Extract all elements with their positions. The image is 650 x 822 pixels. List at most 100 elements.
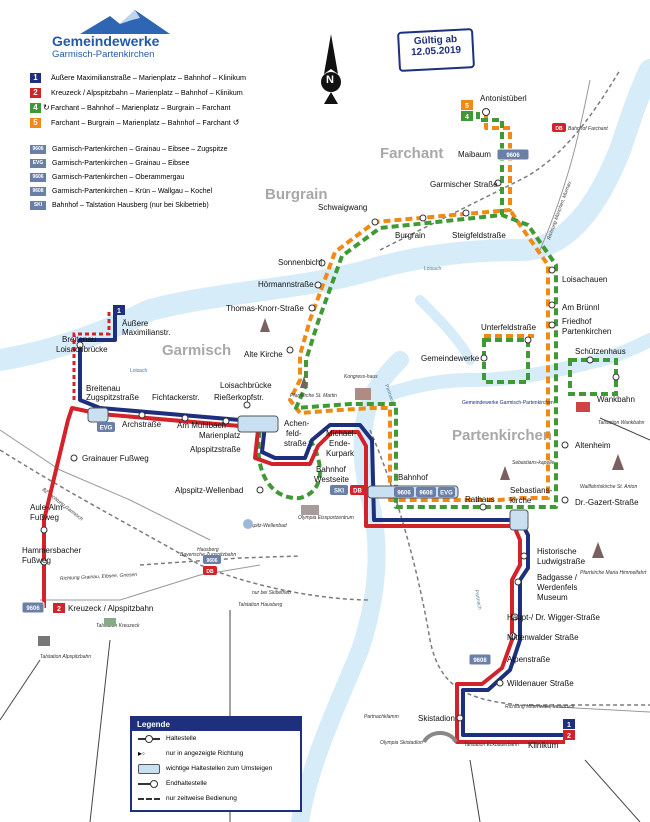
- poi-alpspitz-wb: Alpspitz-Wellenbad: [243, 523, 287, 529]
- road-label: Richtung Mittenwald, Innsbruck: [505, 704, 575, 710]
- stop-steigfeld: Steigfeldstraße: [452, 231, 506, 240]
- clockwise-icon: ↻: [43, 103, 50, 112]
- stop-gazert: Dr.-Gazert-Straße: [575, 498, 639, 507]
- stop-icon: [138, 734, 160, 743]
- terminal-badge-1-klinikum: 1: [567, 722, 571, 729]
- district-garmisch: Garmisch: [162, 342, 231, 359]
- badge-evg-breitenau: EVG: [100, 426, 113, 432]
- badge-db: DB: [353, 489, 362, 495]
- route-line-4: [294, 112, 558, 509]
- poi-wallfahrt: Wallfahrtskirche St. Anton: [580, 484, 637, 490]
- station-badges: 9606 SKI DB 9606 9608 EVG EVG 9606 9608 …: [21, 123, 566, 666]
- badge-maibaum: 9606: [506, 153, 520, 159]
- stop-hammers-2: Fußweg: [22, 556, 51, 565]
- badge-ski-west: SKI: [334, 489, 344, 495]
- direction-stop-icon: ▸◦: [138, 749, 145, 758]
- regional-badge: 9608: [30, 186, 46, 196]
- line-badge-2: 2: [30, 87, 41, 98]
- church-icon: [612, 454, 624, 470]
- stop-sebastian-1: Sebastians-: [510, 486, 553, 495]
- poi-talstation-kreuzeck: Talstation Kreuzeck: [96, 623, 140, 629]
- regional-badge: SKI: [30, 200, 46, 210]
- terminal-badges: 5 4 1 2 1 2: [53, 100, 575, 740]
- stop-skistadion: Skistadion: [418, 714, 455, 723]
- stop-sonnenbichl: Sonnenbichl: [278, 258, 322, 267]
- poi-talstation-alpspitz: Talstation Alpspitzbahn: [40, 654, 91, 660]
- poi-ski-only: nur bei Skibetrieb: [252, 590, 291, 596]
- legend-text: nur in angezeigte Richtung: [166, 750, 244, 757]
- church-icon: [592, 542, 604, 558]
- north-arrow: N: [316, 34, 346, 104]
- badge-db-farchant: DB: [555, 126, 563, 132]
- route-line-1-dashed: [72, 312, 111, 400]
- badge-9608: 9608: [419, 491, 433, 497]
- regional-badge: EVG: [30, 158, 46, 168]
- regional-badge: 9606: [30, 144, 46, 154]
- poi-talstation-eck: Talstation Eckbauerbahn: [464, 742, 519, 748]
- line-text-1: Äußere Maximilianstraße – Marienplatz – …: [51, 73, 246, 82]
- road-label: Richtung Grainau, Eibsee, Griesen: [60, 572, 138, 582]
- route-loop-wankbahn: [568, 358, 618, 396]
- stop-historische-1: Historische: [537, 547, 577, 556]
- regional-key-row-5: SKI Bahnhof – Talstation Hausberg (nur b…: [30, 198, 330, 212]
- stop-badgasse-3: Museum: [537, 593, 568, 602]
- line-badge-4: 4: [30, 102, 41, 113]
- stop-aule-2: Fußweg: [30, 513, 59, 522]
- church-icon: [260, 318, 270, 332]
- legend-box: Legende Haltestelle ▸◦ nur in angezeigte…: [130, 716, 302, 812]
- stop-marienplatz: Marienplatz: [199, 431, 240, 440]
- legend-row: ▸◦ nur in angezeigte Richtung: [132, 746, 300, 761]
- regional-badge: 9606: [30, 172, 46, 182]
- brand-name: Gemeindewerke: [52, 33, 160, 49]
- river-label: Partnach: [473, 589, 482, 610]
- brand-subtitle: Garmisch-Partenkirchen: [52, 49, 155, 60]
- north-label: N: [326, 74, 334, 86]
- river-label: Loisach: [424, 266, 441, 272]
- poi-gw-logo: Gemeindewerke Garmisch-Partenkirchen: [462, 400, 554, 406]
- poi-olympia-ski: Olympia Skistadion: [380, 740, 423, 746]
- stop-schuetzenhaus: Schützenhaus: [575, 347, 626, 356]
- stop-achenfeld-3: straße: [284, 439, 307, 448]
- stop-michael-2: Ende-: [329, 439, 351, 448]
- poi-sebastianskapelle: Sebastians-kapelle: [512, 460, 554, 466]
- poi-hausberg: Hausberg: [197, 547, 219, 553]
- legend-row: wichtige Haltestellen zum Umsteigen: [132, 761, 300, 776]
- stop-breitenau-zug-1: Breitenau: [86, 384, 120, 393]
- transfer-stop-icon: [138, 763, 160, 774]
- stop-riessersee: Rießerkopfstr.: [214, 393, 264, 402]
- poi-pfarrkirche: Pfarrkirche St. Martin: [290, 393, 337, 399]
- partial-service-icon: [138, 797, 160, 800]
- stop-labels: Antonistüberl Maibaum Garmischer Straße …: [22, 94, 639, 750]
- legend-text: Endhaltestelle: [166, 780, 207, 787]
- district-burgrain: Burgrain: [265, 186, 328, 203]
- stop-badgasse-1: Badgasse /: [537, 573, 578, 582]
- stop-unterfeld: Unterfeldstraße: [481, 323, 537, 332]
- stop-klinikum: Klinikum: [528, 741, 559, 750]
- stop-gemeindewerke: Gemeindewerke: [421, 354, 480, 363]
- stop-alpspitz-wellenbad: Alpspitz-Wellenbad: [175, 486, 243, 495]
- stop-am-bruennl: Am Brünnl: [562, 303, 600, 312]
- route-loop-unterfeld: [482, 338, 530, 384]
- regional-text: Bahnhof – Talstation Hausberg (nur bei S…: [52, 201, 209, 209]
- stop-burgrain: Burgrain: [395, 231, 425, 240]
- stop-breitenau-zug-2: Zugspitzstraße: [86, 393, 139, 402]
- regional-text: Garmisch-Partenkirchen – Grainau – Eibse…: [52, 159, 190, 167]
- stop-am-muehlbach: Am Mühlbach: [177, 421, 226, 430]
- stop-alpspitzstrasse: Alpspitzstraße: [190, 445, 241, 454]
- stop-haupt: Haupt-/ Dr. Wigger-Straße: [507, 613, 600, 622]
- poi-labels: Bahnhof Farchant Kongress-haus Pfarrkirc…: [40, 126, 647, 748]
- stop-friedhof-2: Partenkirchen: [562, 327, 611, 336]
- stop-loisachbruecke-a: Loisachbrücke: [56, 345, 108, 354]
- terminal-badge-1: 1: [117, 308, 121, 315]
- stop-aeussere-2: Maximilianstr.: [122, 328, 170, 337]
- stop-fichtacker: Fichtackerstr.: [152, 393, 200, 402]
- regional-key-row-1: 9606 Garmisch-Partenkirchen – Grainau – …: [30, 142, 330, 156]
- stop-loisachbruecke: Loisachbrücke: [220, 381, 272, 390]
- stop-antonistuebl: Antonistüberl: [480, 94, 527, 103]
- poi-olympia-eis: Olympia Eissportzentrum: [298, 515, 354, 521]
- terminal-badge-2-klinikum: 2: [567, 733, 571, 740]
- stop-michael-3: Kurpark: [326, 449, 355, 458]
- stadium-icon: [301, 505, 319, 515]
